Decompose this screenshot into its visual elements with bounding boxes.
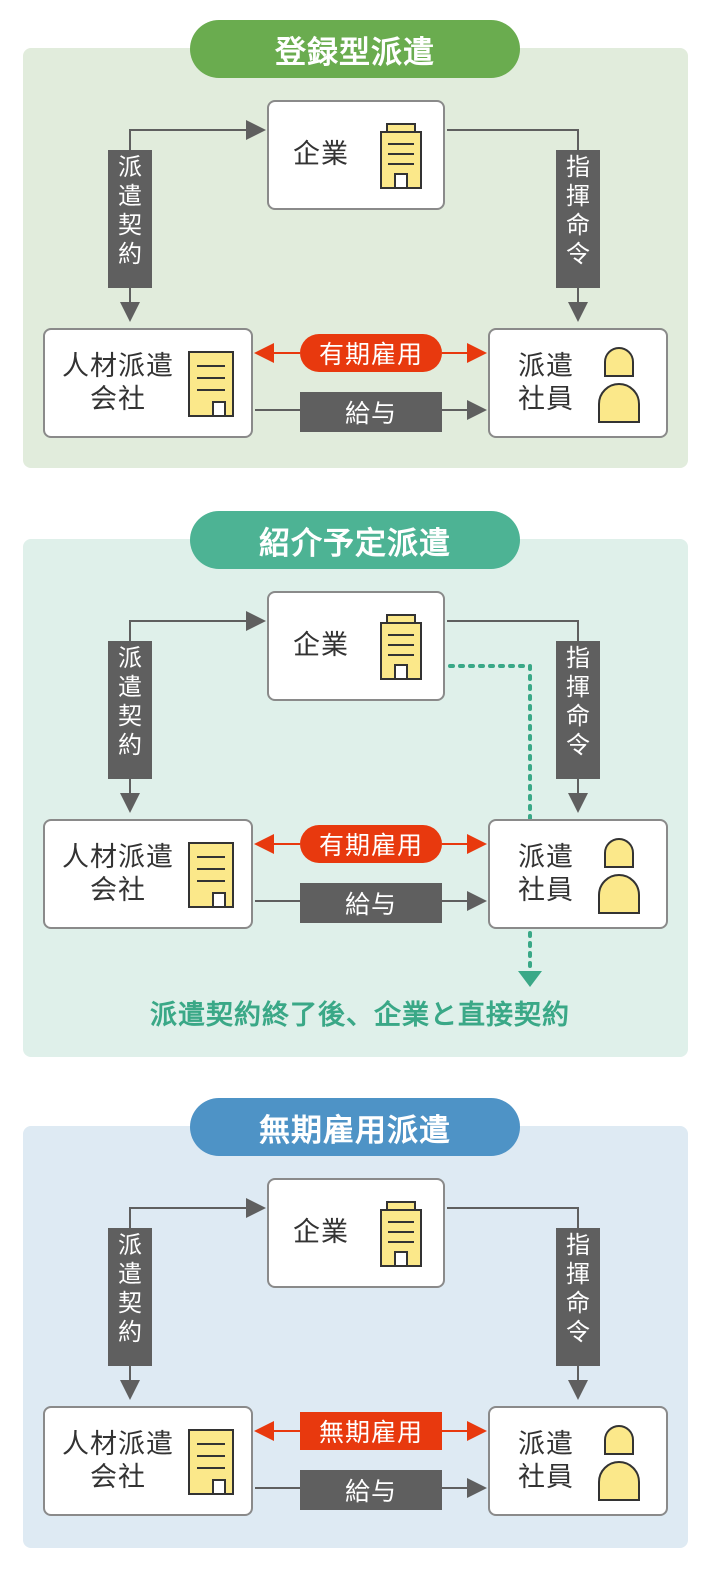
company-label: 企業 (293, 630, 349, 661)
command-label: 指揮命令 (556, 150, 600, 288)
section-registered-dispatch: 登録型派遣 企業 派遣契約 指揮命令 人材派遣 会社 派遣 社員 (0, 0, 720, 480)
agency-box: 人材派遣 会社 (43, 328, 253, 438)
agency-label-line2: 会社 (90, 1462, 146, 1493)
staff-box: 派遣 社員 (488, 328, 668, 438)
company-box: 企業 (267, 100, 445, 210)
company-box: 企業 (267, 1178, 445, 1288)
section-title: 紹介予定派遣 (190, 511, 520, 569)
staff-label: 派遣 社員 (514, 841, 578, 907)
agency-label: 人材派遣 会社 (53, 350, 183, 416)
staff-label-line2: 社員 (518, 1462, 574, 1493)
employment-relation-badge: 有期雇用 (300, 825, 442, 863)
agency-label-line2: 会社 (90, 384, 146, 415)
person-icon (598, 1425, 640, 1501)
dispatch-contract-label: 派遣契約 (108, 150, 152, 288)
connector-lines (120, 611, 588, 987)
command-label: 指揮命令 (556, 1228, 600, 1366)
dispatch-contract-label: 派遣契約 (108, 641, 152, 779)
building-icon (380, 1201, 422, 1267)
salary-label: 給与 (300, 392, 442, 432)
staff-label: 派遣 社員 (514, 1428, 578, 1494)
staff-label-line1: 派遣 (518, 1429, 574, 1460)
section-title: 登録型派遣 (190, 20, 520, 78)
person-icon (598, 347, 640, 423)
person-icon (598, 838, 640, 914)
building-icon (188, 351, 234, 417)
building-icon (188, 842, 234, 908)
agency-label-line1: 人材派遣 (62, 351, 174, 382)
salary-label: 給与 (300, 883, 442, 923)
agency-box: 人材派遣 会社 (43, 1406, 253, 1516)
agency-label-line2: 会社 (90, 875, 146, 906)
building-icon (380, 123, 422, 189)
staff-label-line1: 派遣 (518, 842, 574, 873)
building-icon (380, 614, 422, 680)
section-introduction-dispatch: 紹介予定派遣 企業 派遣契約 指揮命令 人材派遣 会社 派遣 社員 (0, 491, 720, 1071)
company-label: 企業 (293, 1217, 349, 1248)
staff-label-line1: 派遣 (518, 351, 574, 382)
agency-box: 人材派遣 会社 (43, 819, 253, 929)
agency-label: 人材派遣 会社 (53, 1428, 183, 1494)
direct-contract-note: 派遣契約終了後、企業と直接契約 (150, 1000, 570, 1031)
agency-label: 人材派遣 会社 (53, 841, 183, 907)
company-label: 企業 (293, 139, 349, 170)
staff-label-line2: 社員 (518, 875, 574, 906)
staff-box: 派遣 社員 (488, 819, 668, 929)
section-indefinite-dispatch: 無期雇用派遣 企業 派遣契約 指揮命令 人材派遣 会社 派遣 社員 (0, 1078, 720, 1558)
building-icon (188, 1429, 234, 1495)
employment-relation-badge: 有期雇用 (300, 334, 442, 372)
agency-label-line1: 人材派遣 (62, 842, 174, 873)
company-box: 企業 (267, 591, 445, 701)
staff-box: 派遣 社員 (488, 1406, 668, 1516)
staff-label-line2: 社員 (518, 384, 574, 415)
salary-label: 給与 (300, 1470, 442, 1510)
command-label: 指揮命令 (556, 641, 600, 779)
staff-label: 派遣 社員 (514, 350, 578, 416)
employment-relation-badge: 無期雇用 (300, 1412, 442, 1450)
dispatch-contract-label: 派遣契約 (108, 1228, 152, 1366)
agency-label-line1: 人材派遣 (62, 1429, 174, 1460)
section-title: 無期雇用派遣 (190, 1098, 520, 1156)
